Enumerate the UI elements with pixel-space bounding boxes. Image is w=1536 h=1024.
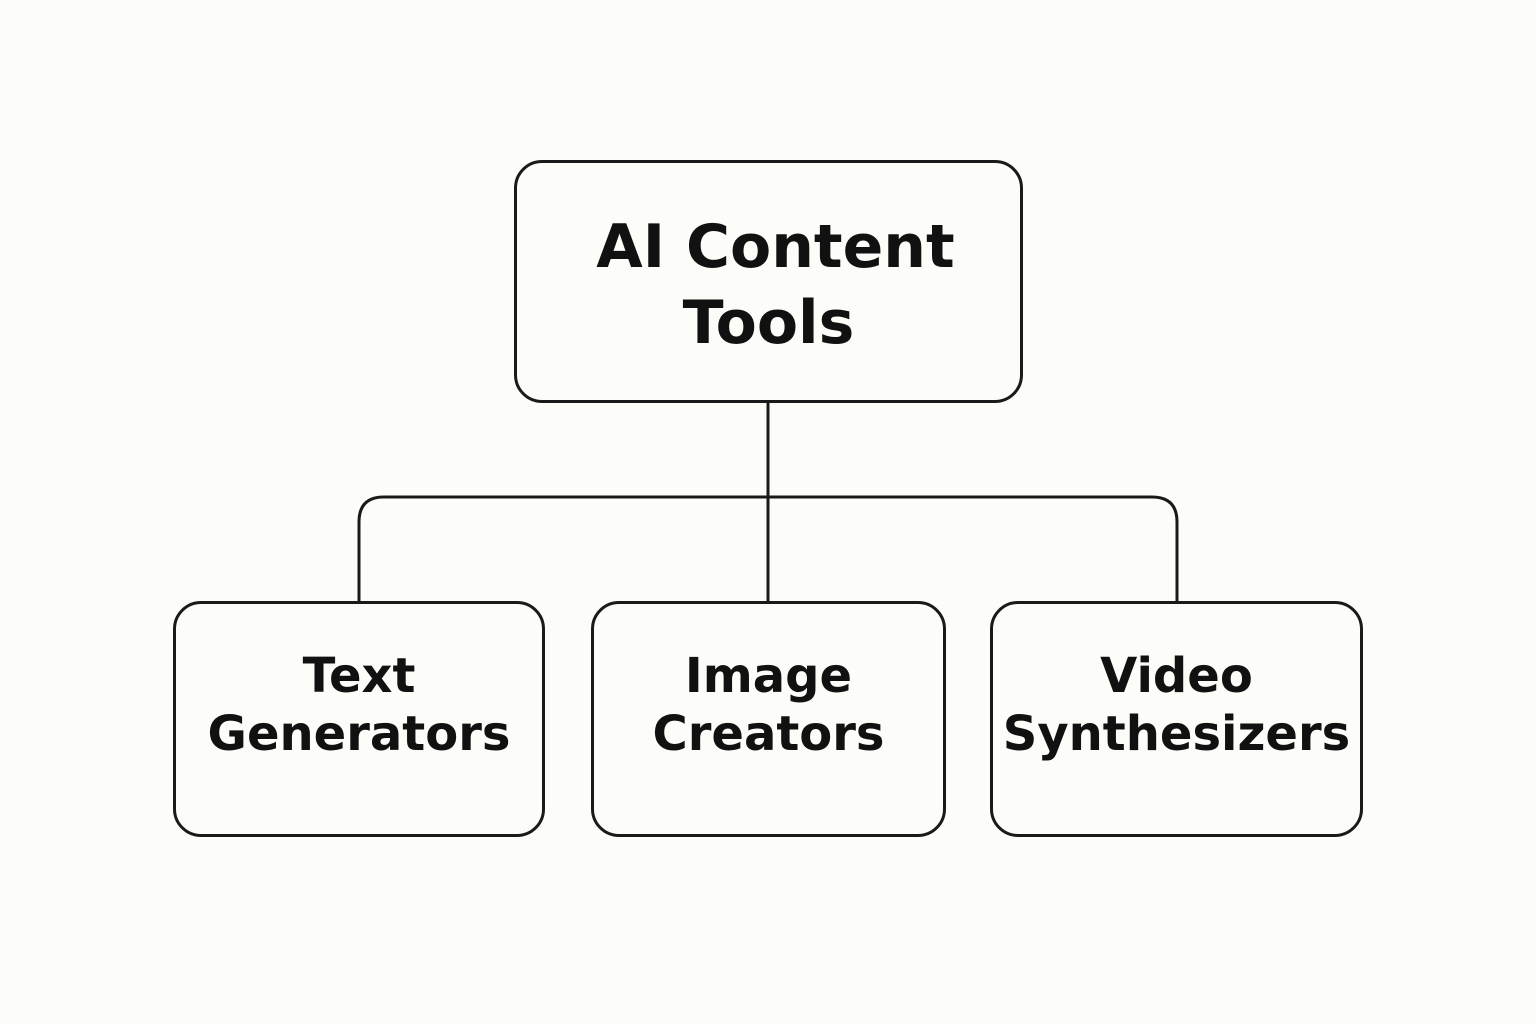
video-synthesizers-label-line-1: Video (1100, 648, 1253, 704)
image-creators-label-line-2: Creators (652, 706, 885, 762)
root-node-label-line-1: AI Content (596, 211, 955, 282)
video-synthesizers-label-line-2: Synthesizers (1002, 706, 1351, 762)
child-node-image-creators: Image Creators (591, 601, 946, 837)
image-creators-label-line-1: Image (684, 648, 853, 704)
root-node-label-line-2: Tools (682, 287, 855, 358)
child-node-video-synthesizers: Video Synthesizers (990, 601, 1363, 837)
root-node-ai-content-tools: AI Content Tools (514, 160, 1023, 403)
text-generators-label-line-2: Generators (207, 706, 511, 762)
child-node-text-generators: Text Generators (173, 601, 545, 837)
branch-connector (357, 495, 1179, 601)
text-generators-label-line-1: Text (302, 648, 416, 704)
